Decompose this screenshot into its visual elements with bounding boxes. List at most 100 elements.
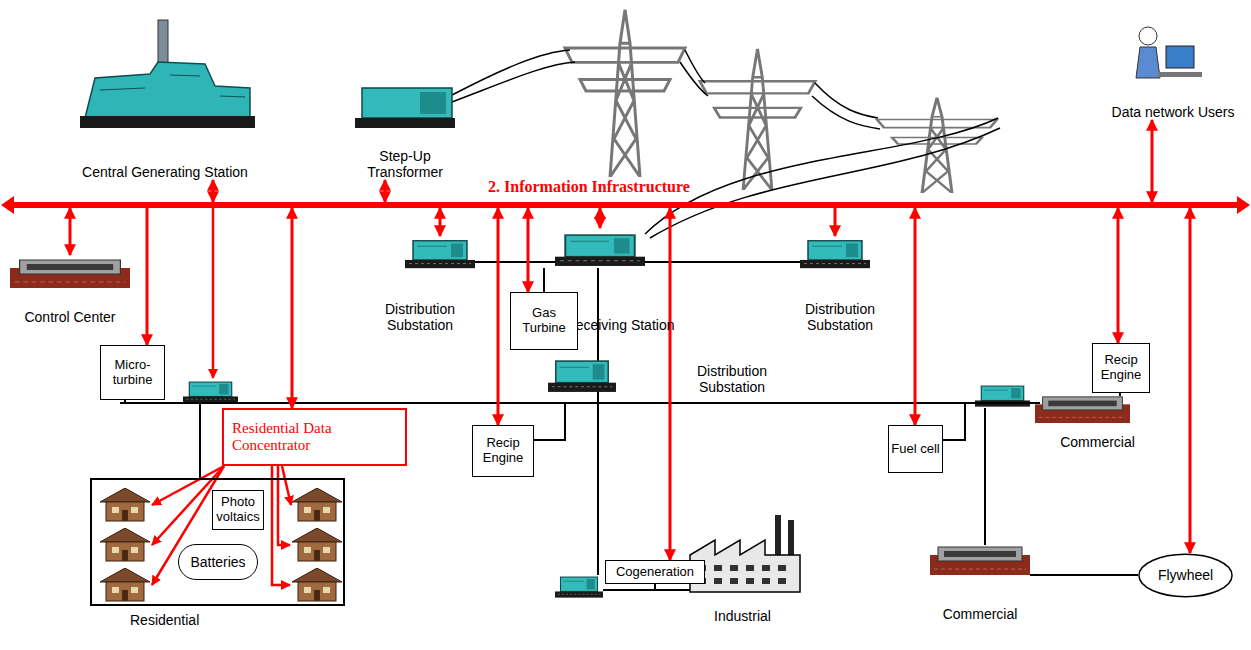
data-link — [527, 208, 530, 292]
generator-box: Micro-turbine — [100, 345, 165, 400]
data-link — [146, 208, 149, 345]
generator-box: Fuel cell — [888, 425, 943, 473]
house-icon — [100, 488, 150, 521]
house-icon — [292, 488, 342, 521]
node-label: Step-Up Transformer — [345, 148, 465, 180]
data-link — [914, 208, 917, 425]
data-link — [599, 208, 602, 228]
power-line — [597, 268, 599, 575]
transmission-tower — [565, 10, 685, 177]
house-icon — [100, 528, 150, 561]
power-line — [120, 402, 1040, 404]
computer-building-icon — [10, 260, 1130, 575]
industrial-site: Industrial — [680, 512, 805, 624]
user-at-computer-icon — [1158, 72, 1202, 77]
node-label: Data network Users — [1112, 104, 1235, 120]
power-line — [1119, 393, 1121, 396]
data-link-arrow — [272, 466, 290, 585]
house-icon — [100, 488, 342, 601]
power-line — [199, 404, 201, 478]
factory-icon — [714, 565, 722, 571]
residential-area: Residential Photo voltaicsBatteries — [90, 478, 345, 636]
power-line — [943, 403, 965, 440]
central-generating-station-icon — [80, 20, 255, 128]
transmission-line — [812, 96, 880, 129]
data-concentrator: Residential Data Concentrator — [222, 408, 407, 466]
factory-icon — [698, 565, 786, 584]
node-label: Cogeneration — [616, 565, 694, 580]
substation-icon — [555, 577, 603, 598]
transmission-line — [685, 50, 705, 83]
step-up-transformer-icon — [362, 88, 452, 118]
data-link — [1117, 208, 1120, 343]
data-link — [669, 208, 672, 560]
computer-building-icon — [930, 547, 1030, 575]
power-line — [1030, 574, 1138, 576]
node-label: Distribution Substation — [360, 301, 480, 333]
step-up-transformer-icon — [355, 88, 455, 128]
substation-icon — [183, 382, 238, 403]
distribution-substation: Distribution Substation — [780, 236, 900, 333]
data-link — [384, 180, 387, 202]
factory-icon — [730, 578, 738, 584]
power-line — [543, 268, 545, 292]
node-label: Receiving Station — [566, 317, 675, 333]
node-label: Commercial — [1060, 434, 1135, 450]
commercial-site: Commercial — [1030, 392, 1165, 450]
data-network-users: Data network Users — [1100, 20, 1246, 120]
ellipse-outline — [1139, 554, 1232, 596]
node-label: Commercial — [943, 606, 1018, 622]
data-link — [291, 208, 294, 408]
house-icon — [100, 568, 150, 601]
house-icon — [292, 568, 342, 601]
central-generating-station-icon — [80, 116, 255, 128]
central-generating-station-icon — [85, 62, 250, 118]
substation-icon — [405, 241, 475, 268]
commercial-site: Commercial — [925, 540, 1035, 622]
data-link — [834, 208, 837, 236]
factory-icon — [762, 565, 770, 571]
receiving-station: Receiving Station — [560, 228, 680, 333]
factory-icon — [746, 565, 754, 571]
node-label: Recip Engine — [475, 436, 531, 466]
transmission-line — [680, 62, 708, 96]
data-link — [497, 208, 500, 425]
transmission-tower — [700, 49, 815, 190]
information-bus: 2. Information Infrastructure — [12, 202, 1239, 208]
node-label: Control Center — [24, 309, 115, 325]
computer-building-icon — [10, 260, 130, 288]
data-link — [212, 180, 215, 202]
distribution-substation: Distribution Substation — [680, 355, 784, 395]
substation-icon — [800, 241, 870, 268]
transmission-tower — [877, 98, 997, 193]
node-label: Micro-turbine — [103, 358, 162, 388]
storage-box: Batteries — [178, 544, 258, 580]
generator-box: Cogeneration — [605, 560, 705, 584]
storage-box: Photo voltaics — [212, 490, 264, 530]
node-label: Photo voltaics — [215, 495, 261, 525]
node-label: Residential Data Concentrator — [232, 420, 397, 455]
computer-building-icon — [1035, 397, 1130, 423]
substation-icon — [555, 235, 645, 266]
factory-icon — [778, 565, 786, 571]
node-label: Industrial — [714, 608, 771, 624]
flywheel-ellipse: Flywheel — [1138, 553, 1233, 598]
node-label: 2. Information Infrastructure — [482, 178, 696, 196]
transmission-line — [815, 83, 878, 118]
power-line — [124, 400, 126, 403]
transmission-line — [452, 50, 570, 95]
node-label: Residential — [130, 612, 199, 628]
power-line — [603, 589, 690, 591]
power-line — [120, 262, 1138, 590]
node-label: Recip Engine — [1095, 353, 1147, 383]
factory-icon — [775, 515, 781, 555]
data-link-arrow — [282, 466, 291, 505]
transformer: Step-Up Transformer — [345, 80, 465, 180]
power-line — [984, 408, 986, 545]
generator-box: Gas Turbine — [510, 292, 578, 350]
distribution-substation: Distribution Substation — [360, 236, 480, 333]
node-label: Distribution Substation — [780, 301, 900, 333]
power-line — [534, 403, 565, 440]
data-link — [69, 208, 72, 255]
